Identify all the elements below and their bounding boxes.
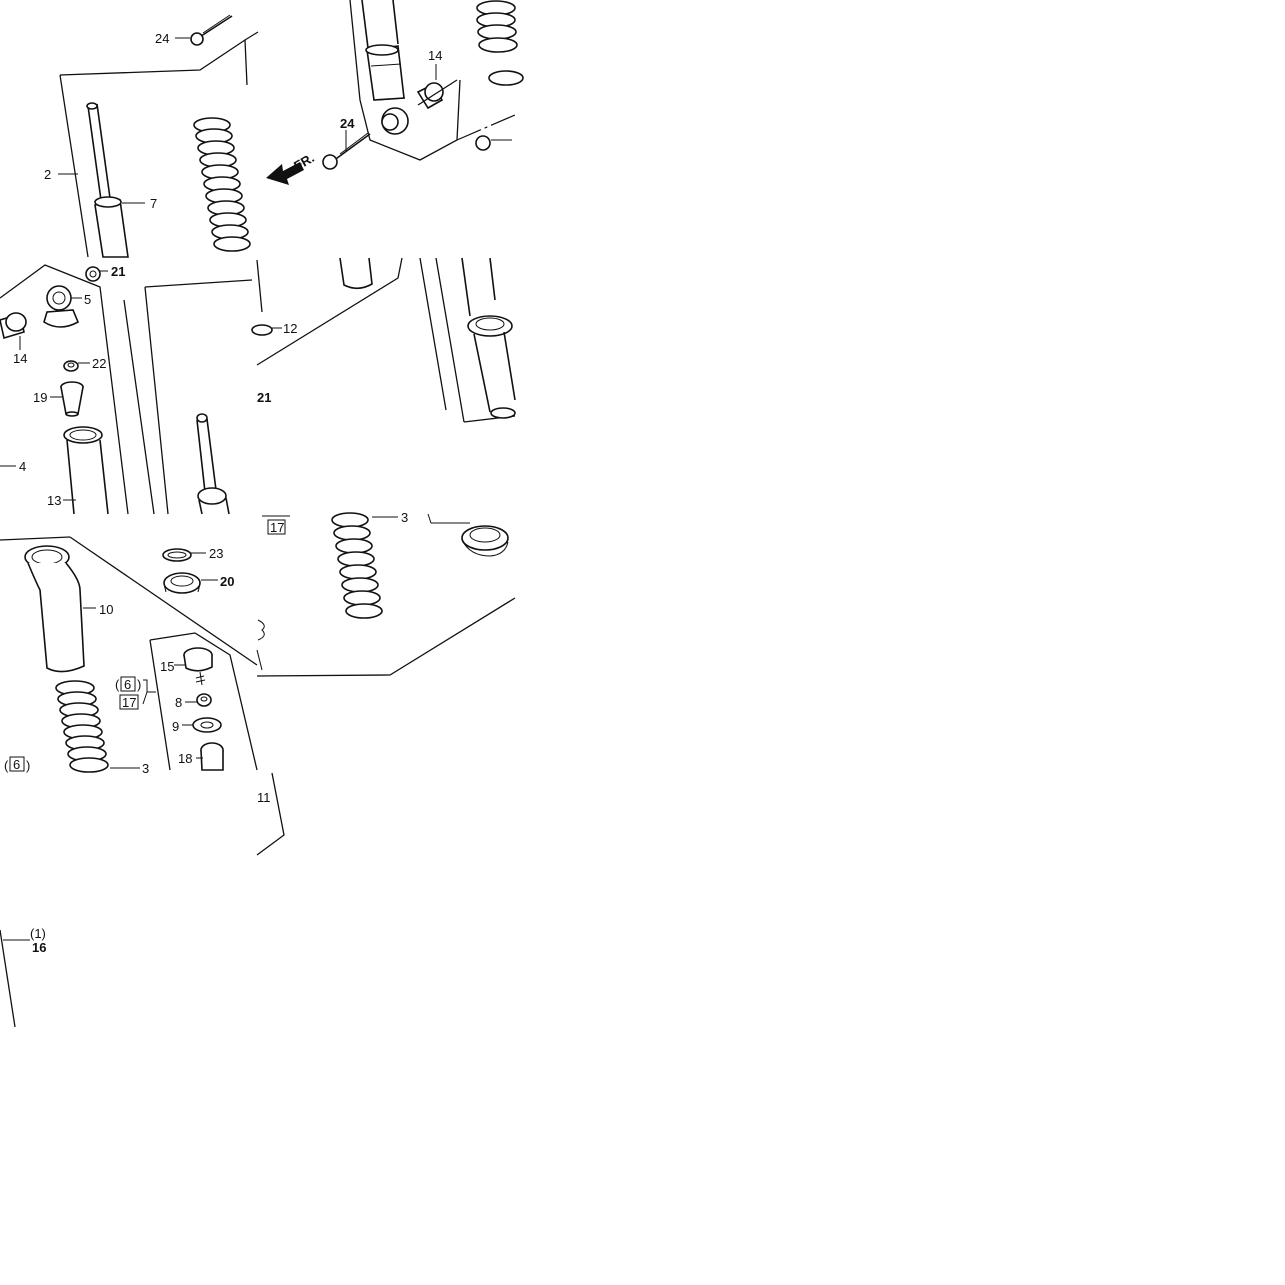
coil-spring-middle [331, 512, 383, 619]
callout-14-left: 14 [13, 351, 27, 366]
nut-22 [63, 360, 79, 372]
ring-23 [162, 548, 192, 562]
oil-seal-20 [163, 572, 201, 594]
cap-right [461, 525, 509, 557]
damper-rod-lower [196, 413, 230, 515]
tile-lower-left: 10 23 20 15 [0, 536, 258, 776]
washer-8 [196, 693, 212, 707]
tile-middle-middle: 12 21 [251, 257, 516, 423]
callout-13: 13 [47, 493, 61, 508]
damper-rod-7 [86, 102, 129, 258]
tile-top-middle: 14 24 FR. [266, 0, 524, 185]
tile-top-left: 24 7 2 [44, 14, 259, 258]
callout-22: 22 [92, 356, 106, 371]
callout-3-lower: 3 [142, 761, 149, 776]
nut-21-left [85, 266, 101, 282]
callout-2: 2 [44, 167, 51, 182]
washer-9 [192, 717, 222, 733]
callout-6-inner: 6 [124, 677, 131, 692]
callout-21-mid: 21 [257, 390, 271, 405]
callout-10: 10 [99, 602, 113, 617]
callout-17-lower: 17 [122, 695, 136, 710]
callout-14-top: 14 [428, 48, 442, 63]
callout-12: 12 [283, 321, 297, 336]
bracket-close-6: ) [137, 677, 141, 692]
callout-8: 8 [175, 695, 182, 710]
callout-24-top: 24 [155, 31, 169, 46]
tile-lower-middle: 17 3 [256, 510, 516, 677]
coil-spring-right [476, 0, 524, 86]
bracket-open-6: ( [115, 677, 120, 692]
bump-stop-19 [60, 381, 84, 417]
bracket-open-6b: ( [4, 758, 9, 773]
outer-fork-tube [419, 257, 516, 423]
shock-absorber-body [361, 0, 409, 135]
coil-spring-top [193, 117, 251, 252]
shock-eye-5 [43, 285, 80, 328]
callout-18: 18 [178, 751, 192, 766]
callout-3-top: 3 [401, 510, 408, 525]
callout-5: 5 [84, 292, 91, 307]
dust-tube-13 [63, 426, 109, 515]
bolt-24-middle [322, 132, 371, 170]
tile-bottom: 11 (1) 16 [0, 772, 285, 1028]
bushing-14-top [416, 82, 444, 110]
coil-spring-lower [55, 680, 109, 773]
slider-tube-10 [24, 545, 85, 673]
tile-middle-left: 21 5 14 22 19 [0, 264, 253, 515]
callout-6-left: 6 [13, 757, 20, 772]
bolt-24-top [190, 14, 233, 46]
bushing-14-left [0, 312, 27, 340]
callout-23: 23 [209, 546, 223, 561]
callout-21-left: 21 [111, 264, 125, 279]
callout-15: 15 [160, 659, 174, 674]
callout-16: 16 [32, 940, 46, 955]
callout-7: 7 [150, 196, 157, 211]
front-direction-arrow: FR. [266, 150, 317, 185]
bracket-close-6b: ) [26, 758, 30, 773]
callout-20: 20 [220, 574, 234, 589]
callout-1: (1) [30, 926, 46, 941]
collar-18 [200, 742, 224, 771]
nut-right-top [475, 135, 491, 151]
valve-15 [183, 647, 213, 686]
callout-4: 4 [19, 459, 26, 474]
callout-24-middle: 24 [340, 116, 355, 131]
callout-9: 9 [172, 719, 179, 734]
callout-19: 19 [33, 390, 47, 405]
callout-17-top: 17 [270, 520, 284, 535]
callout-11: 11 [257, 790, 271, 805]
